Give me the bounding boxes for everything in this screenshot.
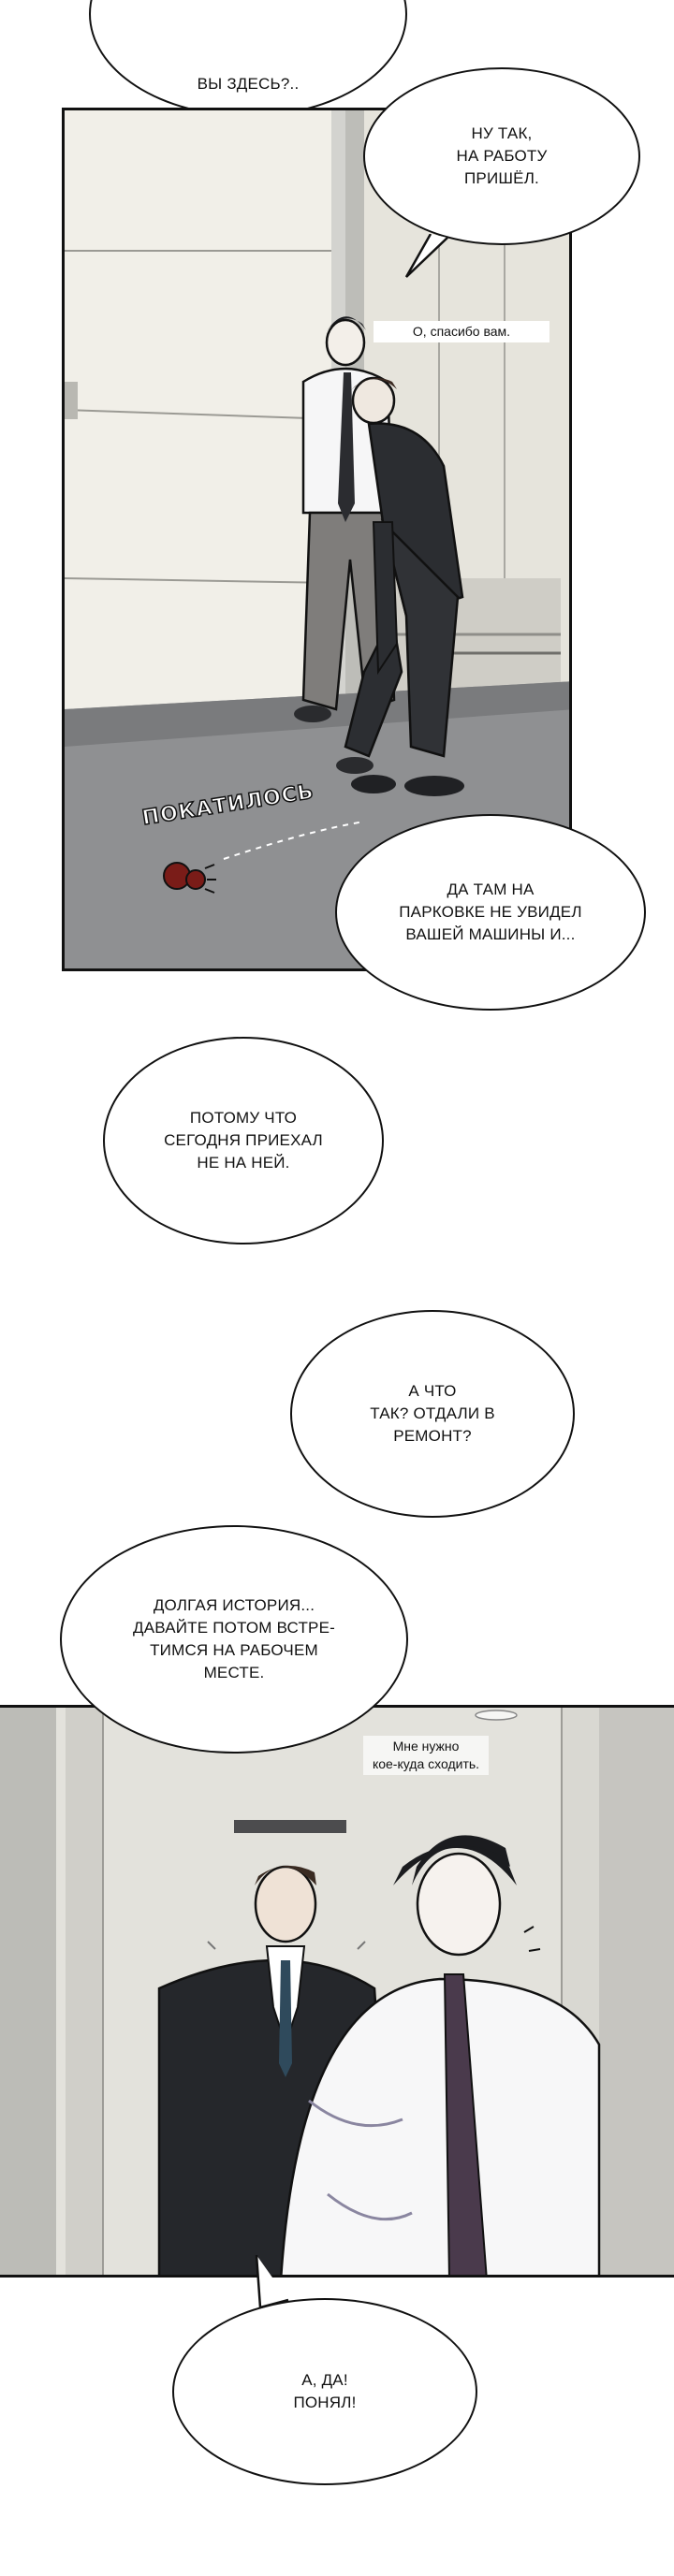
bubble-text: А, ДА! ПОНЯЛ! xyxy=(293,2371,357,2411)
bubble-text: А ЧТО ТАК? ОТДАЛИ В РЕМОНТ? xyxy=(370,1382,495,1445)
bubble-tail xyxy=(255,2255,289,2309)
panel-two-men-art xyxy=(0,1708,674,2275)
speech-bubble-long-story: ДОЛГАЯ ИСТОРИЯ... ДАВАЙТЕ ПОТОМ ВСТРЕ- Т… xyxy=(60,1525,408,1754)
speech-thanks: О, спасибо вам. xyxy=(374,321,549,342)
panel-two-men: Мне нужно кое-куда сходить. xyxy=(0,1705,674,2278)
bubble-text: НУ ТАК, НА РАБОТУ ПРИШЁЛ. xyxy=(456,124,548,187)
speech-bubble-not-by-car: ПОТОМУ ЧТО СЕГОДНЯ ПРИЕХАЛ НЕ НА НЕЙ. xyxy=(103,1037,384,1244)
bubble-text: ДОЛГАЯ ИСТОРИЯ... ДАВАЙТЕ ПОТОМ ВСТРЕ- Т… xyxy=(132,1596,335,1681)
bubble-text: ПОТОМУ ЧТО СЕГОДНЯ ПРИЕХАЛ НЕ НА НЕЙ. xyxy=(164,1109,323,1172)
speech-bubble-understood: А, ДА! ПОНЯЛ! xyxy=(172,2298,477,2485)
speech-bubble-came-to-work: НУ ТАК, НА РАБОТУ ПРИШЁЛ. xyxy=(363,67,640,245)
speech-bubble-parking: ДА ТАМ НА ПАРКОВКЕ НЕ УВИДЕЛ ВАШЕЙ МАШИН… xyxy=(335,814,646,1011)
bubble-text: ВЫ ЗДЕСЬ?.. xyxy=(197,75,300,93)
bubble-text: ДА ТАМ НА ПАРКОВКЕ НЕ УВИДЕЛ ВАШЕЙ МАШИН… xyxy=(399,880,582,943)
speech-need-to-go: Мне нужно кое-куда сходить. xyxy=(363,1736,489,1775)
speech-bubble-repair: А ЧТО ТАК? ОТДАЛИ В РЕМОНТ? xyxy=(290,1310,575,1518)
bubble-tail xyxy=(404,234,448,278)
speech-bubble-you-here: ВЫ ЗДЕСЬ?.. xyxy=(89,0,407,117)
